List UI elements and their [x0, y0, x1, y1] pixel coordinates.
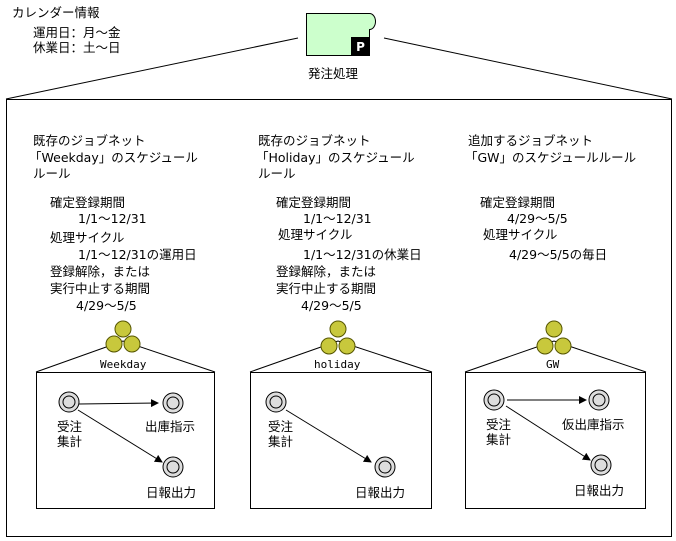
- job-node-b3: [588, 389, 610, 411]
- col2-cancel-value: 4/29～5/5: [301, 298, 362, 313]
- col1-desc2: 「Weekday」のスケジュール: [29, 150, 198, 165]
- col2-desc2: 「Holiday」のスケジュール: [256, 150, 415, 165]
- job-node-c3: [590, 454, 612, 476]
- job-node-b1: [162, 392, 184, 414]
- col1-job-a-line2: 集計: [57, 434, 83, 449]
- col3-job-b: 仮出庫指示: [562, 417, 625, 432]
- col3-job-c: 日報出力: [574, 483, 625, 498]
- col1-cancel-label1: 登録解除，または: [50, 264, 151, 279]
- top-jobnet-badge: P: [356, 40, 365, 54]
- col1-desc1: 既存のジョブネット: [33, 133, 146, 148]
- calendar-title: カレンダー情報: [12, 5, 100, 20]
- col3-cycle-value: 4/29～5/5の毎日: [509, 247, 608, 262]
- col2-cycle-label: 処理サイクル: [278, 227, 353, 242]
- col3-job-a-line2: 集計: [486, 432, 512, 447]
- col2-job-c: 日報出力: [355, 485, 406, 500]
- col1-desc3: ルール: [33, 166, 71, 181]
- col2-cancel-label2: 実行中止する期間: [276, 281, 377, 296]
- col1-net-name: Weekday: [100, 358, 147, 371]
- col1-cycle-label: 処理サイクル: [50, 230, 125, 245]
- col2-cancel-label1: 登録解除，または: [276, 264, 377, 279]
- col3-cycle-label: 処理サイクル: [483, 227, 558, 242]
- col2-job-a-line1: 受注: [268, 419, 294, 434]
- col3-job-a-line1: 受注: [486, 417, 512, 432]
- job-node-a1: [58, 391, 80, 413]
- top-jobnet-label: 発注処理: [308, 66, 359, 81]
- col3-period-value: 4/29～5/5: [507, 211, 568, 226]
- calendar-work-day: 運用日：月～金: [33, 25, 121, 40]
- col1-cycle-value: 1/1～12/31の運用日: [78, 247, 197, 262]
- col2-desc1: 既存のジョブネット: [258, 133, 371, 148]
- col1-cancel-label2: 実行中止する期間: [50, 281, 151, 296]
- job-node-a3: [483, 389, 505, 411]
- col3-desc2: 「GW」のスケジュールルール: [465, 150, 637, 165]
- job-node-c2: [374, 456, 396, 478]
- col2-desc3: ルール: [258, 166, 296, 181]
- col1-job-b: 出庫指示: [145, 419, 196, 434]
- col2-period-value: 1/1～12/31: [303, 211, 372, 226]
- col2-job-a-line2: 集計: [268, 434, 294, 449]
- col3-net-name: GW: [546, 358, 560, 371]
- calendar-holiday: 休業日：土～日: [33, 40, 121, 55]
- col2-net-name: holiday: [314, 358, 361, 371]
- col1-job-a-line1: 受注: [57, 419, 83, 434]
- col1-cancel-value: 4/29～5/5: [76, 298, 137, 313]
- job-node-a2: [265, 391, 287, 413]
- col1-period-label: 確定登録期間: [50, 195, 126, 210]
- col3-desc1: 追加するジョブネット: [468, 133, 594, 148]
- col2-cycle-value: 1/1～12/31の休業日: [303, 247, 422, 262]
- col1-job-c: 日報出力: [146, 485, 197, 500]
- col1-period-value: 1/1～12/31: [78, 211, 147, 226]
- col2-period-label: 確定登録期間: [276, 195, 352, 210]
- col3-period-label: 確定登録期間: [480, 195, 556, 210]
- job-node-c1: [162, 456, 184, 478]
